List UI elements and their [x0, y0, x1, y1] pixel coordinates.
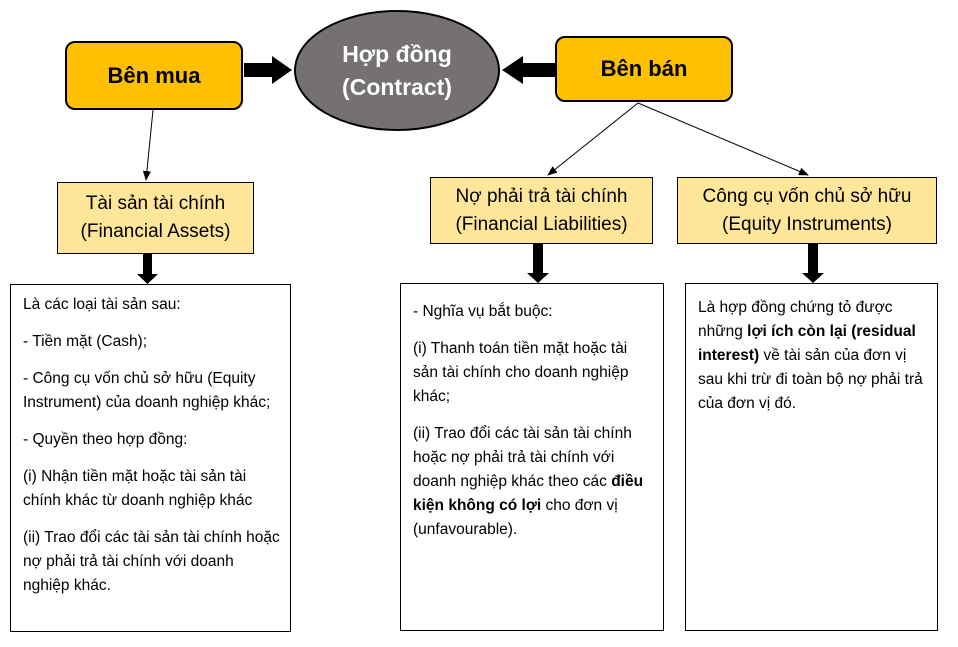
buyer-to-contract-arrow	[244, 56, 292, 84]
contract-ellipse: Hợp đồng (Contract)	[294, 10, 500, 131]
equity-instruments-description: Là hợp đồng chứng tỏ được những lợi ích …	[685, 283, 938, 631]
assets-item-equity: - Công cụ vốn chủ sở hữu (Equity Instrum…	[23, 370, 271, 411]
seller-to-liabilities-line	[547, 102, 639, 176]
equity-instruments-box: Công cụ vốn chủ sở hữu (Equity Instrumen…	[677, 177, 937, 244]
assets-item-cash: - Tiền mặt (Cash);	[23, 333, 148, 350]
equity-desc-post: về tài sản của đơn vị sau khi trừ đi toà…	[698, 347, 923, 412]
liabilities-down-arrow	[527, 244, 549, 283]
liabilities-item-exchange-bold: điều kiện không có lợi	[413, 473, 644, 514]
liabilities-item-exchange-pre: (ii) Trao đổi các tài sản tài chính hoặc…	[413, 425, 632, 490]
equity-instruments-title: Công cụ vốn chủ sở hữu	[702, 185, 912, 207]
assets-item-contract-rights: - Quyền theo hợp đồng:	[23, 431, 188, 448]
assets-down-arrow	[137, 253, 158, 284]
seller-label: Bên bán	[600, 56, 688, 81]
financial-assets-title: Tài sản tài chính	[85, 193, 226, 214]
financial-assets-box: Tài sản tài chính (Financial Assets)	[57, 182, 254, 254]
liabilities-item-exchange: (ii) Trao đổi các tài sản tài chính hoặc…	[413, 422, 653, 542]
contract-subtitle: (Contract)	[342, 73, 452, 100]
assets-item-intro: Là các loại tài sản sau:	[23, 296, 181, 313]
financial-liabilities-subtitle: (Financial Liabilities)	[455, 213, 628, 235]
seller-to-contract-arrow	[502, 56, 556, 84]
equity-desc-bold: lợi ích còn lại (residual interest)	[698, 323, 916, 364]
contract-title: Hợp đồng	[342, 40, 452, 67]
financial-assets-subtitle: (Financial Assets)	[80, 221, 231, 242]
financial-liabilities-box: Nợ phải trả tài chính (Financial Liabili…	[430, 177, 653, 244]
assets-item-exchange: (ii) Trao đổi các tài sản tài chính hoặc…	[23, 529, 280, 594]
seller-box: Bên bán	[555, 36, 733, 102]
equity-desc-pre: Là hợp đồng chứng tỏ được những	[698, 299, 893, 340]
equity-down-arrow	[802, 244, 824, 283]
buyer-label: Bên mua	[107, 62, 201, 88]
seller-to-equity-line	[637, 102, 809, 176]
liabilities-item-intro: - Nghĩa vụ bắt buộc:	[413, 303, 553, 320]
equity-instruments-subtitle: (Equity Instruments)	[722, 213, 892, 235]
liabilities-item-pay: (i) Thanh toán tiền mặt hoặc tài sản tài…	[413, 340, 629, 405]
assets-item-receive-cash: (i) Nhận tiền mặt hoặc tài sản tài chính…	[23, 468, 253, 509]
financial-liabilities-title: Nợ phải trả tài chính	[455, 185, 628, 207]
buyer-box: Bên mua	[65, 41, 243, 110]
liabilities-item-exchange-post: cho đơn vị (unfavourable).	[413, 497, 618, 538]
financial-assets-description: Là các loại tài sản sau: - Tiền mặt (Cas…	[10, 284, 291, 632]
financial-liabilities-description: - Nghĩa vụ bắt buộc: (i) Thanh toán tiền…	[400, 283, 664, 631]
equity-desc: Là hợp đồng chứng tỏ được những lợi ích …	[698, 296, 927, 416]
buyer-to-assets-line	[142, 109, 154, 181]
